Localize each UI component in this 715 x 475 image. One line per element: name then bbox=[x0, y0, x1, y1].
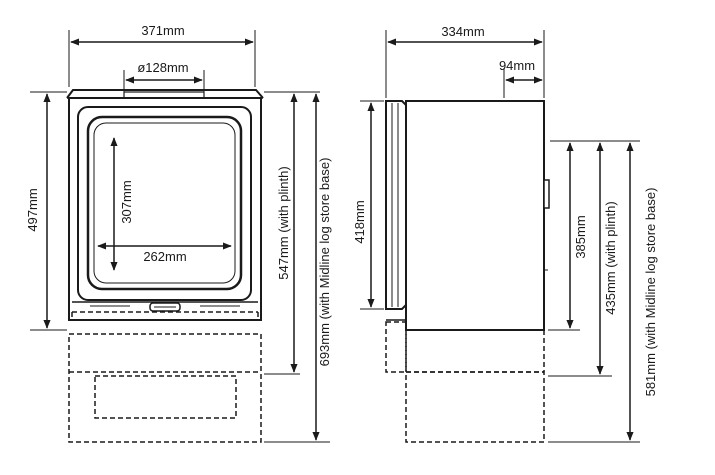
dim-glass-height: 307mm bbox=[110, 137, 134, 271]
dim-flue-height: 385mm bbox=[548, 140, 640, 331]
dim-side-depth: 334mm bbox=[385, 24, 545, 98]
rear-flue-spigot bbox=[543, 179, 550, 209]
dim-flue-height-logstore: 581mm (with Midline log store base) bbox=[548, 142, 658, 443]
label-flue-height-logstore: 581mm (with Midline log store base) bbox=[643, 188, 658, 397]
side-plinth bbox=[385, 321, 407, 373]
side-logstore bbox=[405, 371, 545, 443]
label-front-height: 497mm bbox=[25, 188, 40, 231]
label-side-depth: 334mm bbox=[441, 24, 484, 39]
label-side-height: 418mm bbox=[352, 200, 367, 243]
label-glass-width: 262mm bbox=[143, 249, 186, 264]
side-body bbox=[405, 100, 545, 331]
label-height-logstore-front: 693mm (with Midline log store base) bbox=[317, 158, 332, 367]
label-glass-height: 307mm bbox=[119, 180, 134, 223]
door-frame bbox=[77, 106, 252, 301]
door-glass-inner bbox=[93, 122, 236, 284]
dim-side-height: 418mm bbox=[352, 100, 384, 310]
dim-flue-offset: 94mm bbox=[499, 58, 543, 98]
dim-flue-height-plinth: 435mm (with plinth) bbox=[548, 142, 618, 377]
dim-front-width: 371mm bbox=[68, 23, 256, 87]
door-glass bbox=[86, 115, 243, 291]
label-flue-offset: 94mm bbox=[499, 58, 535, 73]
dim-flue-diameter: ø128mm bbox=[123, 60, 205, 92]
label-flue-diameter: ø128mm bbox=[137, 60, 188, 75]
label-height-plinth-front: 547mm (with plinth) bbox=[276, 166, 291, 279]
logstore-opening bbox=[94, 375, 237, 419]
side-view bbox=[385, 100, 550, 443]
dim-glass-width: 262mm bbox=[97, 242, 232, 264]
dim-front-height: 497mm bbox=[25, 91, 67, 331]
front-view bbox=[66, 89, 264, 443]
dim-height-logstore-front: 693mm (with Midline log store base) bbox=[264, 93, 332, 443]
front-top-plate bbox=[66, 89, 264, 99]
logstore-outline bbox=[68, 333, 262, 443]
label-flue-height-plinth: 435mm (with plinth) bbox=[603, 201, 618, 314]
label-front-width: 371mm bbox=[141, 23, 184, 38]
label-flue-height: 385mm bbox=[573, 215, 588, 258]
side-door-profile bbox=[385, 100, 407, 310]
dim-height-plinth-front: 547mm (with plinth) bbox=[264, 91, 320, 375]
